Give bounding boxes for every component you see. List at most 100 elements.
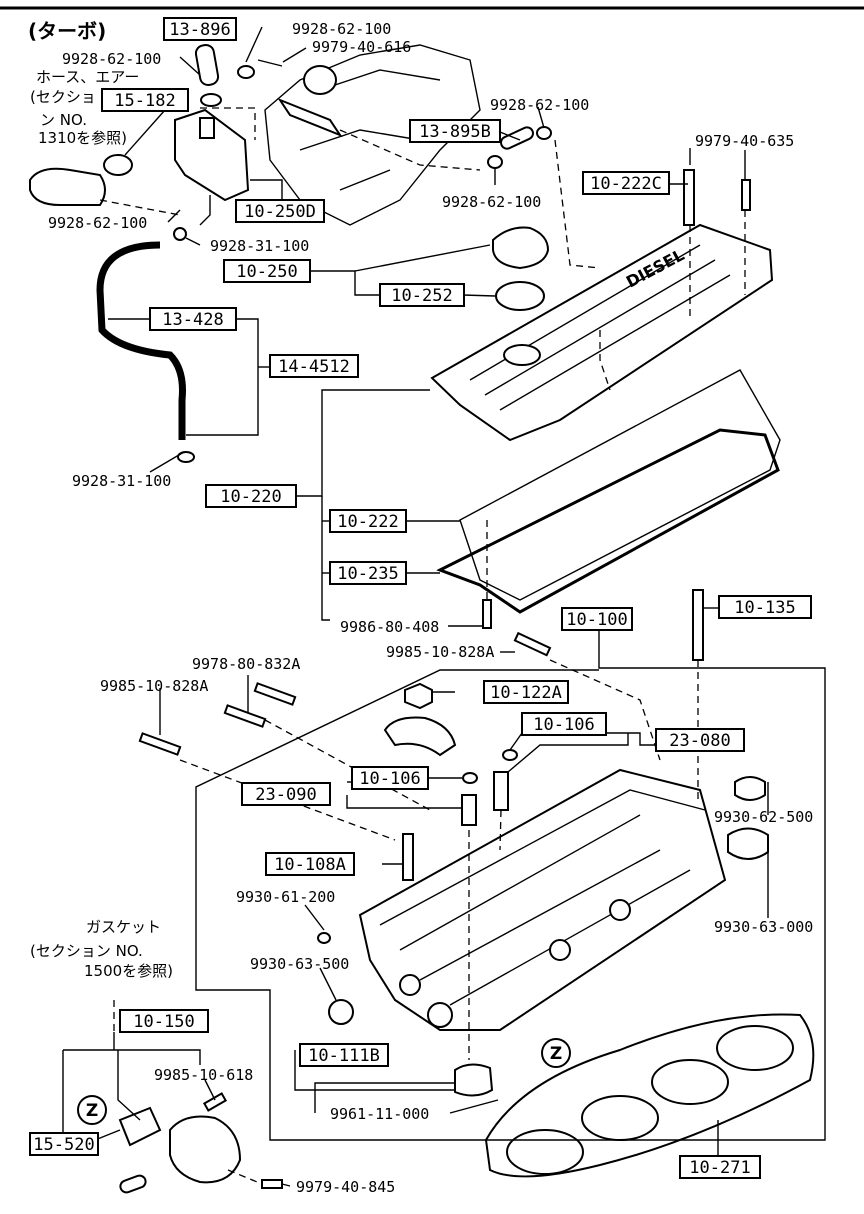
- cover-filler-neck: [503, 344, 541, 366]
- nut-10-122a: [404, 682, 433, 710]
- gasket-bore-3: [651, 1059, 729, 1105]
- part-label-box: 10-108A: [265, 852, 355, 876]
- part-label-frame: [329, 509, 407, 533]
- part-label-frame: [223, 259, 311, 283]
- part-number-label: 9928-62-100: [62, 50, 161, 68]
- part-number-text: 10-250: [236, 262, 297, 282]
- part-label-frame: [299, 1043, 389, 1067]
- part-label-frame: [235, 199, 325, 223]
- zone-marker-circle: [77, 1095, 107, 1125]
- part-label-box: 23-080: [655, 728, 745, 752]
- part-number-label: 9986-80-408: [340, 618, 439, 636]
- gasket-note: ガスケット (セクション NO. 1500を参照): [30, 918, 173, 980]
- part-label-frame: [269, 354, 359, 378]
- stud-10-108a: [402, 833, 414, 881]
- part-label-frame: [205, 484, 297, 508]
- part-number-label: 9930-63-000: [714, 918, 813, 936]
- vent-hose-13-428: [96, 241, 186, 440]
- guide-ring-a: [502, 749, 518, 761]
- part-number-text: 10-106: [533, 715, 594, 735]
- part-number-label: 9928-31-100: [210, 237, 309, 255]
- part-label-box: 10-150: [119, 1009, 209, 1033]
- hose-clip-f: [173, 227, 187, 241]
- part-label-frame: [329, 561, 407, 585]
- thermostat-housing: [454, 1063, 494, 1097]
- zone-marker-text: Z: [550, 1044, 562, 1064]
- hose-air-note: ホース、エアー (セクショ ン NO. 1310を参照): [30, 68, 139, 147]
- svg-text:(セクション NO.: (セクション NO.: [30, 942, 143, 960]
- hose-clip-e: [177, 451, 195, 463]
- part-number-label: 9985-10-828A: [100, 677, 208, 695]
- part-label-frame: [29, 1132, 99, 1156]
- variant-label: (ターボ): [28, 19, 106, 43]
- boxed-labels: 13-896 15-182 13-895B 10-250D 10-222C 10-250 1…: [29, 17, 812, 1179]
- stud-9985-b: [138, 732, 182, 756]
- cam-cap: [383, 716, 457, 757]
- part-label-box: 10-250: [223, 259, 311, 283]
- part-number-text: 10-122A: [490, 683, 562, 703]
- svg-text:ホース、エアー: ホース、エアー: [36, 68, 139, 86]
- hose-13-895b: [500, 126, 534, 150]
- hose-13-896: [194, 44, 220, 86]
- part-number-text: 10-106: [359, 769, 420, 789]
- svg-text:1310を参照): 1310を参照): [38, 129, 127, 147]
- part-label-box: 10-250D: [235, 199, 325, 223]
- part-number-label: 9978-80-832A: [192, 655, 300, 673]
- cylinder-head-detail: [379, 789, 706, 1006]
- plug-9930-62-500: [734, 776, 766, 801]
- part-label-frame: [119, 1009, 209, 1033]
- part-label-box: 10-222C: [582, 171, 670, 195]
- part-number-label: 9928-62-100: [292, 20, 391, 38]
- part-label-box: 10-271: [679, 1155, 761, 1179]
- part-number-text: 15-182: [114, 91, 175, 111]
- oil-separator: [174, 108, 250, 202]
- outlet-nipple: [119, 1174, 147, 1194]
- part-number-text: 23-090: [255, 785, 316, 805]
- part-number-text: 10-111B: [308, 1046, 380, 1066]
- head-bolt-10-135: [692, 589, 704, 661]
- cylinder-head-cover: [430, 223, 774, 442]
- plain-labels: 9928-62-1009928-62-1009979-40-6169928-62…: [48, 20, 813, 1196]
- part-number-text: 13-428: [162, 310, 223, 330]
- part-label-frame: [163, 17, 237, 41]
- zone-markers: ZZ: [77, 1038, 571, 1125]
- part-number-label: 9979-40-616: [312, 38, 411, 56]
- part-label-box: 10-222: [329, 509, 407, 533]
- part-number-text: 13-895B: [419, 122, 491, 142]
- filler-cap-gasket: [495, 281, 545, 311]
- part-number-text: 10-100: [566, 610, 627, 630]
- cover-gasket-10-222: [459, 369, 781, 601]
- part-label-box: 15-520: [29, 1132, 99, 1156]
- part-label-box: 23-090: [241, 782, 331, 806]
- part-label-box: 10-100: [561, 607, 633, 631]
- hose-clip-a: [200, 93, 222, 107]
- gasket-bore-4: [716, 1025, 794, 1071]
- stud-9978-b: [253, 682, 297, 706]
- part-label-box: 10-122A: [483, 680, 569, 704]
- cover-bolt-c: [482, 599, 492, 629]
- part-label-frame: [351, 766, 429, 790]
- part-number-label: 9985-10-828A: [386, 643, 494, 661]
- stud-9985-10-618: [202, 1092, 228, 1112]
- part-number-label: 9928-62-100: [48, 214, 147, 232]
- oil-filler-cap: [492, 226, 550, 270]
- part-number-text: 15-520: [33, 1135, 94, 1155]
- stud-9985-a: [513, 631, 552, 657]
- head-port-c: [549, 939, 571, 961]
- part-label-box: 13-428: [149, 307, 237, 331]
- water-outlet: [169, 1115, 242, 1184]
- part-number-text: 13-896: [169, 20, 230, 40]
- part-number-label: 9979-40-635: [695, 132, 794, 150]
- separator-nipple: [199, 117, 215, 139]
- part-number-text: 10-108A: [274, 855, 346, 875]
- part-label-frame: [521, 712, 607, 736]
- part-label-frame: [561, 607, 633, 631]
- gasket-bore-2: [581, 1095, 659, 1141]
- part-label-frame: [409, 119, 501, 143]
- head-port-a: [399, 974, 421, 996]
- svg-text:1500を参照): 1500を参照): [84, 962, 173, 980]
- part-number-text: 10-135: [734, 598, 795, 618]
- part-label-frame: [149, 307, 237, 331]
- part-number-label: 9979-40-845: [296, 1178, 395, 1196]
